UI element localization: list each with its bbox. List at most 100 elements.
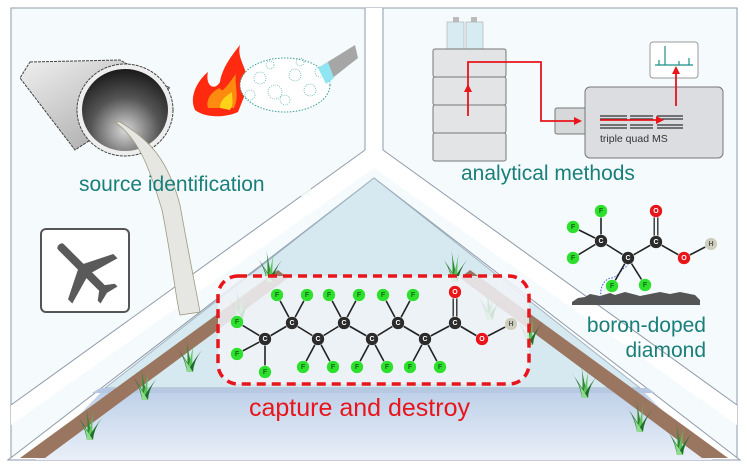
oxygen-atom-label: O — [452, 289, 458, 296]
oxygen-atom-label: O — [681, 255, 687, 262]
fluorine-atom — [566, 220, 580, 234]
airplane-icon — [40, 228, 130, 313]
oxygen-atom — [649, 204, 663, 218]
oxygen-atom-label: O — [653, 208, 659, 215]
grass-tuft — [131, 366, 157, 400]
carbon-atom — [365, 332, 379, 346]
carbon-atom-label: C — [625, 255, 630, 262]
carbon-atom — [258, 332, 272, 346]
carbon-atom-label: C — [598, 238, 603, 245]
fluorine-atom-label: F — [411, 292, 416, 299]
triple-quad-ms-label: triple quad MS — [600, 133, 668, 145]
fluorine-atom — [326, 360, 340, 374]
grass-tuft — [76, 406, 102, 440]
carbon-atom — [621, 251, 635, 265]
hydrogen-atom — [704, 237, 718, 251]
fluorine-atom — [403, 360, 417, 374]
fluorine-atom — [300, 288, 314, 302]
liquid-chromatograph-icon — [432, 17, 507, 162]
fluorine-atom — [380, 360, 394, 374]
source-identification-label: source identification — [79, 173, 265, 196]
carbon-atom-label: C — [315, 336, 320, 343]
pipe-discharge-icon — [19, 59, 201, 316]
adsorption-interaction — [600, 257, 630, 301]
fluorine-atom-label: F — [305, 292, 310, 299]
fluorine-atom-label: F — [263, 369, 268, 376]
hydrogen-atom-label: H — [708, 241, 713, 248]
fluorine-atom-label: F — [408, 364, 413, 371]
capture-and-destroy-label: capture and destroy — [249, 394, 470, 422]
fluorine-atom — [270, 288, 284, 302]
grass-tuft — [666, 421, 692, 455]
fluorine-atom — [433, 360, 447, 374]
fluorine-atom — [594, 204, 608, 218]
fluorine-atom-label: F — [327, 292, 332, 299]
carbon-atom — [418, 332, 432, 346]
grass-tuft — [626, 398, 652, 432]
fluorine-atom — [322, 288, 336, 302]
fluorine-atom-label: F — [301, 364, 306, 371]
grass-tuft — [571, 364, 597, 398]
fluorine-atom — [638, 278, 652, 292]
carbon-atom-label: C — [289, 320, 294, 327]
fluorine-atom — [230, 347, 244, 361]
carbon-atom-label: C — [369, 336, 374, 343]
grass-tuft — [176, 338, 202, 372]
mass-spectrum-icon — [649, 41, 699, 79]
fluorine-atom — [605, 279, 619, 293]
carbon-atom-label: C — [341, 320, 346, 327]
fluorine-atom-label: F — [235, 319, 240, 326]
arrow-heads — [464, 66, 680, 125]
fire-foam-extinguisher-icon — [192, 45, 358, 117]
pfoa-molecule: C C C C C C C C F F F F F F F F F F F F F F F O O H — [230, 285, 518, 379]
fluorine-atom-label: F — [275, 292, 280, 299]
carbon-atom-label: C — [452, 320, 457, 327]
diamond-label: diamond — [625, 339, 706, 362]
fluorine-atom — [230, 315, 244, 329]
carbon-atom-label: C — [262, 336, 267, 343]
fluorine-atom — [566, 251, 580, 265]
fluorine-atom-label: F — [571, 224, 576, 231]
carbon-atom — [285, 316, 299, 330]
small-pfas-molecule: C C C F F F F F O O H — [566, 204, 718, 293]
fluorine-atom — [376, 288, 390, 302]
fluorine-atom-label: F — [331, 364, 336, 371]
fluorine-atom — [352, 288, 366, 302]
fluorine-atom-label: F — [385, 364, 390, 371]
fluorine-atom-label: F — [438, 364, 443, 371]
oxygen-atom — [448, 285, 462, 299]
fluorine-atom-label: F — [357, 292, 362, 299]
carbon-atom-label: C — [395, 320, 400, 327]
carbon-atom-label: C — [653, 239, 658, 246]
fluorine-atom — [406, 288, 420, 302]
fluorine-atom — [258, 365, 272, 379]
boron-doped-label: boron-doped — [587, 314, 706, 337]
diamond-electrode-surface — [572, 292, 700, 305]
fluorine-atom-label: F — [643, 282, 648, 289]
analytical-methods-label: analytical methods — [461, 162, 635, 185]
carbon-atom — [649, 235, 663, 249]
capture-box — [216, 274, 531, 386]
carbon-atom — [337, 316, 351, 330]
carbon-atom — [594, 234, 608, 248]
mass-spectrometer-icon: triple quad MS — [554, 86, 724, 159]
oxygen-atom — [677, 251, 691, 265]
fluorine-atom — [350, 360, 364, 374]
oxygen-atom-label: O — [479, 336, 485, 343]
fluorine-atom-label: F — [599, 208, 604, 215]
carbon-atom-label: C — [422, 336, 427, 343]
hydrogen-atom-label: H — [508, 321, 513, 328]
hydrogen-atom — [504, 317, 518, 331]
fluorine-atom-label: F — [235, 351, 240, 358]
carbon-atom — [391, 316, 405, 330]
fluorine-atom-label: F — [610, 283, 615, 290]
fluorine-atom-label: F — [355, 364, 360, 371]
fluorine-atom-label: F — [381, 292, 386, 299]
oxygen-atom — [475, 332, 489, 346]
fluorine-atom-label: F — [571, 255, 576, 262]
fluorine-atom — [296, 360, 310, 374]
carbon-atom — [311, 332, 325, 346]
flow-path-arrows — [467, 61, 677, 122]
